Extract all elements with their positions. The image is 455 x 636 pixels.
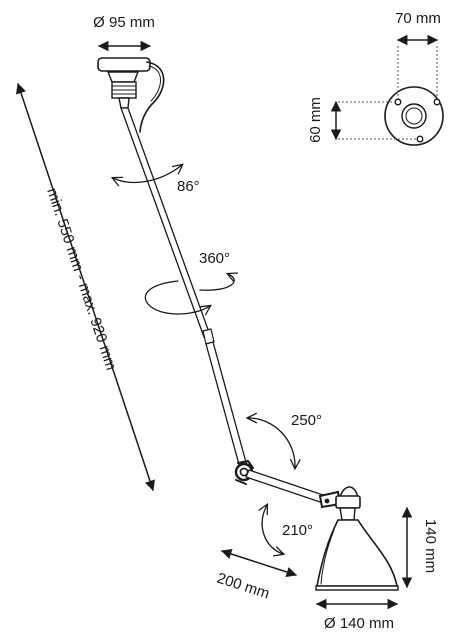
lower-arm-label: 200 mm: [215, 570, 272, 603]
base-diameter-dimension: Ø 95 mm: [93, 14, 155, 52]
base-diameter-label: Ø 95 mm: [93, 14, 155, 31]
lower-arm-dimension: 200 mm: [215, 548, 297, 603]
lower-arm: [245, 469, 327, 504]
upper-arm: [120, 107, 248, 469]
mount-width-dimension: 70 mm: [395, 10, 441, 46]
shade-height-dimension: 140 mm: [401, 506, 439, 589]
shade-diameter-label: Ø 140 mm: [324, 615, 394, 632]
mount-plate-detail: [338, 46, 444, 146]
shade-diameter-dimension: Ø 140 mm: [315, 598, 399, 632]
mount-height-label: 60 mm: [307, 97, 324, 143]
mount-width-label: 70 mm: [395, 10, 441, 27]
elbow-250-arrow: 250°: [248, 412, 322, 468]
shade-height-label: 140 mm: [422, 519, 439, 573]
shade-210-arrow: 210°: [262, 505, 313, 554]
length-dimension: min. 550 mm - max. 920 mm: [15, 83, 156, 491]
rotation-360-label: 360°: [199, 250, 230, 267]
length-range-label: min. 550 mm - max. 920 mm: [43, 186, 119, 372]
shade: [315, 486, 399, 591]
elbow-250-label: 250°: [291, 412, 322, 429]
shade-210-label: 210°: [282, 522, 313, 539]
tilt-86-label: 86°: [177, 178, 200, 195]
mount-height-dimension: 60 mm: [307, 97, 342, 143]
